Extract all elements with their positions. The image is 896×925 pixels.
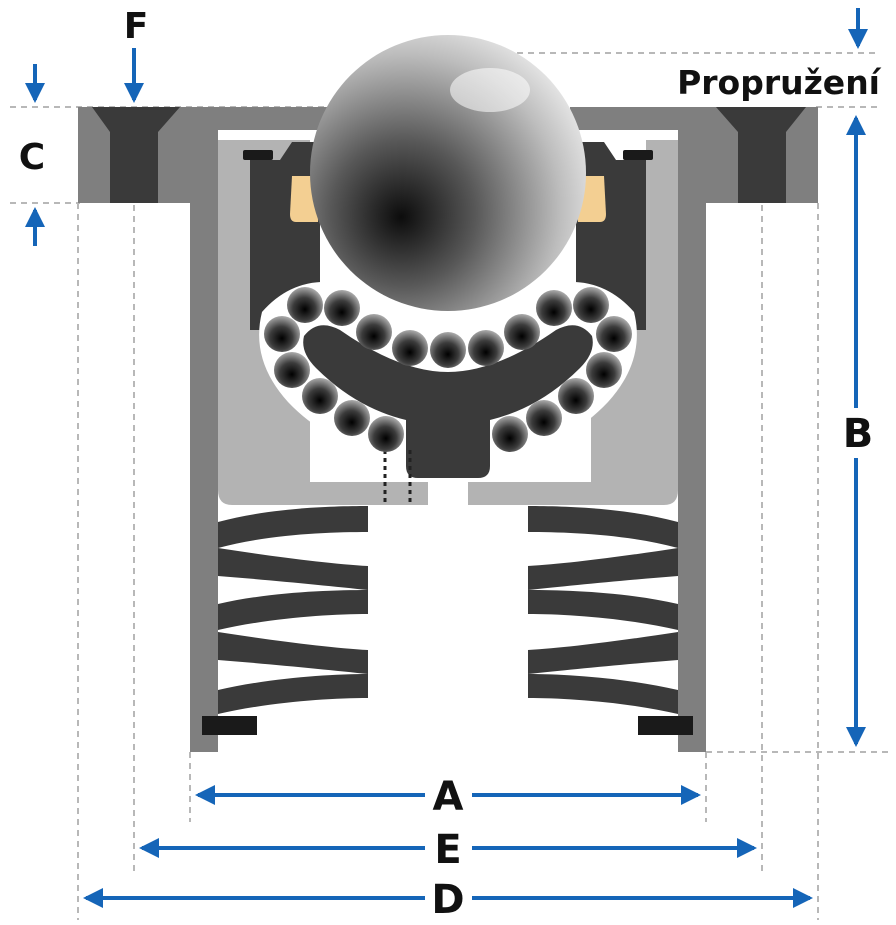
support-ball bbox=[356, 314, 392, 350]
ball-carrier bbox=[218, 140, 678, 505]
support-ball bbox=[302, 378, 338, 414]
support-ball bbox=[492, 416, 528, 452]
housing-left-wall bbox=[190, 200, 218, 752]
retaining-ring-right bbox=[638, 716, 693, 735]
label-e: E bbox=[434, 827, 461, 873]
support-ball bbox=[536, 290, 572, 326]
cap-right-top bbox=[566, 142, 646, 160]
support-ball bbox=[596, 316, 632, 352]
grease-channel bbox=[383, 450, 412, 505]
springs bbox=[218, 506, 678, 714]
label-b: B bbox=[843, 411, 874, 457]
label-a: A bbox=[433, 774, 464, 820]
support-ball bbox=[558, 378, 594, 414]
support-ball bbox=[264, 316, 300, 352]
circlip-left bbox=[243, 150, 273, 160]
support-ball bbox=[573, 287, 609, 323]
label-travel: Propružení bbox=[677, 63, 882, 102]
support-ball bbox=[324, 290, 360, 326]
housing-right-wall bbox=[678, 200, 706, 752]
carrier-body-right bbox=[468, 140, 678, 505]
support-ball bbox=[430, 332, 466, 368]
support-ball bbox=[468, 330, 504, 366]
dimension-arrows bbox=[25, 8, 868, 908]
support-ball bbox=[526, 400, 562, 436]
support-ball bbox=[368, 416, 404, 452]
mounting-hole-right bbox=[716, 107, 806, 203]
label-d: D bbox=[431, 877, 464, 923]
main-ball-highlight bbox=[450, 68, 530, 112]
support-ball bbox=[274, 352, 310, 388]
dimension-extension-lines bbox=[10, 52, 892, 920]
support-ball bbox=[287, 287, 323, 323]
cap-left-top bbox=[250, 142, 330, 160]
mounting-hole-left bbox=[92, 107, 180, 203]
support-ball bbox=[334, 400, 370, 436]
housing bbox=[78, 107, 818, 752]
support-ball bbox=[504, 314, 540, 350]
main-ball bbox=[310, 35, 586, 311]
circlip-right bbox=[623, 150, 653, 160]
support-ball bbox=[392, 330, 428, 366]
support-ball bbox=[586, 352, 622, 388]
carrier-body-left bbox=[218, 140, 428, 505]
ball-support-cup bbox=[303, 325, 593, 478]
label-f: F bbox=[124, 6, 149, 47]
label-c: C bbox=[19, 137, 45, 178]
retaining-ring-left bbox=[202, 716, 257, 735]
support-balls bbox=[264, 287, 632, 452]
